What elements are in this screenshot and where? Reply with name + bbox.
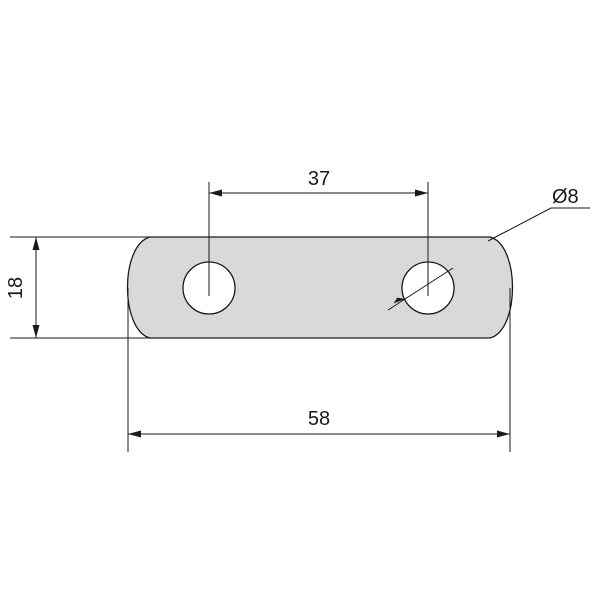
- height-dimension: [10, 236, 150, 339]
- hole-spacing-dimension: [208, 182, 429, 296]
- plate-body: [126, 236, 514, 339]
- hole-diameter-leader: [387, 207, 590, 311]
- hole-diameter-label: Ø8: [552, 186, 579, 208]
- length-dimension: [127, 288, 511, 452]
- height-label: 18: [5, 277, 27, 299]
- length-label: 58: [308, 408, 330, 430]
- hole-spacing-label: 37: [308, 168, 330, 190]
